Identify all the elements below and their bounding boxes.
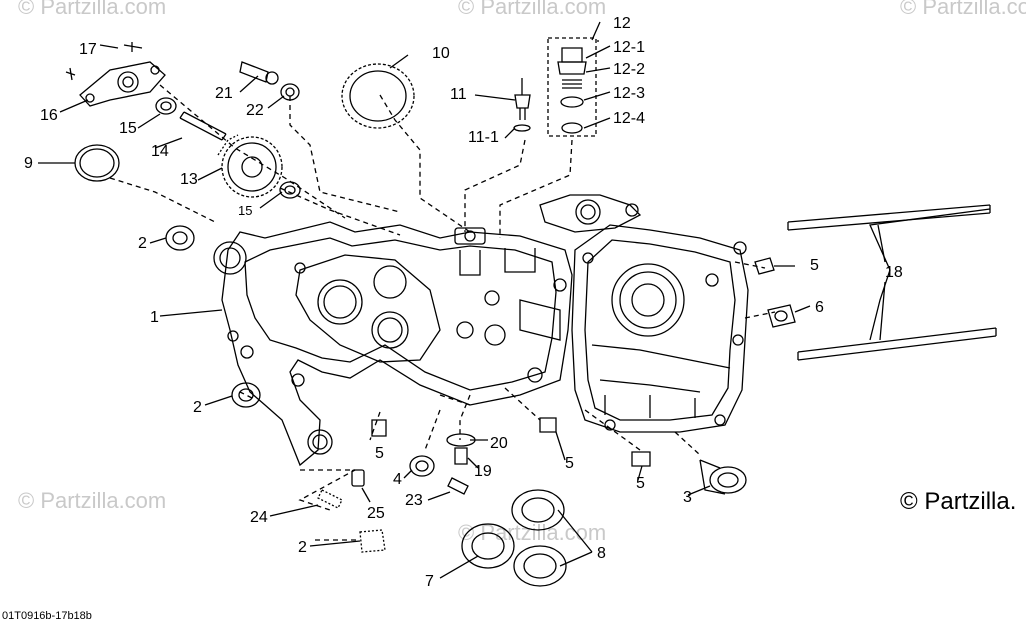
label-10: 10 <box>432 45 450 62</box>
part-bearing-3 <box>699 459 747 495</box>
part-gasket-10 <box>341 63 415 129</box>
label-12-1: 12-1 <box>613 39 645 56</box>
watermark: © Partzilla.com <box>18 0 167 19</box>
label-11-1: 11-1 <box>468 129 499 146</box>
part-bracket-16 <box>65 42 166 107</box>
label-18: 18 <box>885 264 903 281</box>
part-pin-5 <box>371 257 775 467</box>
label-21: 21 <box>215 85 233 102</box>
label-2: 2 <box>193 399 202 416</box>
label-25: 25 <box>367 505 385 522</box>
part-bushing-2 <box>165 225 386 553</box>
part-gear-13 <box>217 134 283 198</box>
label-7: 7 <box>425 573 434 590</box>
label-8: 8 <box>597 545 606 562</box>
part-valve-11 <box>513 78 531 132</box>
part-washer-15 <box>155 97 177 115</box>
part-stud-18 <box>787 204 997 361</box>
part-bush-6 <box>767 304 796 328</box>
label-19: 19 <box>474 463 492 480</box>
label-pointers <box>38 21 886 579</box>
label-12-4: 12-4 <box>613 110 645 127</box>
label-4: 4 <box>393 471 402 488</box>
label-23: 23 <box>405 492 423 509</box>
label-5: 5 <box>810 257 819 274</box>
label-2: 2 <box>138 235 147 252</box>
label-9: 9 <box>24 155 33 172</box>
watermark: © Partzilla.com <box>458 0 607 19</box>
label-2: 2 <box>298 539 307 556</box>
label-24: 24 <box>250 509 268 526</box>
part-sensor-21 <box>239 61 279 85</box>
label-6: 6 <box>815 299 824 316</box>
label-1: 1 <box>150 309 159 326</box>
figure-code: 01T0916b-17b18b <box>2 610 92 622</box>
label-3: 3 <box>683 489 692 506</box>
label-12: 12 <box>613 15 631 32</box>
label-5: 5 <box>375 445 384 462</box>
label-16: 16 <box>40 107 58 124</box>
label-15: 15 <box>238 203 252 218</box>
label-5: 5 <box>565 455 574 472</box>
crankcase-right <box>539 194 749 433</box>
label-12-3: 12-3 <box>613 85 645 102</box>
label-20: 20 <box>490 435 508 452</box>
label-11: 11 <box>450 86 467 103</box>
part-assembly-12 <box>547 37 597 137</box>
leader-lines <box>109 84 776 541</box>
part-seal-7-8 <box>461 489 567 587</box>
watermark: © Partzilla.com <box>900 0 1026 19</box>
label-15: 15 <box>119 120 137 137</box>
part-washer-15b <box>279 181 301 199</box>
watermark: © Partzilla.com <box>18 488 167 513</box>
crankcase-left <box>213 221 573 467</box>
part-misc-lower <box>317 433 476 509</box>
callout-labels: 1 2 2 2 3 4 5 5 5 5 6 7 8 9 10 11 11-1 1… <box>24 15 903 590</box>
label-12-2: 12-2 <box>613 61 645 78</box>
label-17: 17 <box>79 41 97 58</box>
part-shaft-14 <box>179 111 227 141</box>
label-22: 22 <box>246 102 264 119</box>
label-5: 5 <box>636 475 645 492</box>
label-13: 13 <box>180 171 198 188</box>
label-14: 14 <box>151 143 169 160</box>
copyright-notice: © Partzilla. <box>900 488 1017 515</box>
part-washer-22 <box>280 83 300 101</box>
part-oring-9 <box>74 144 120 182</box>
